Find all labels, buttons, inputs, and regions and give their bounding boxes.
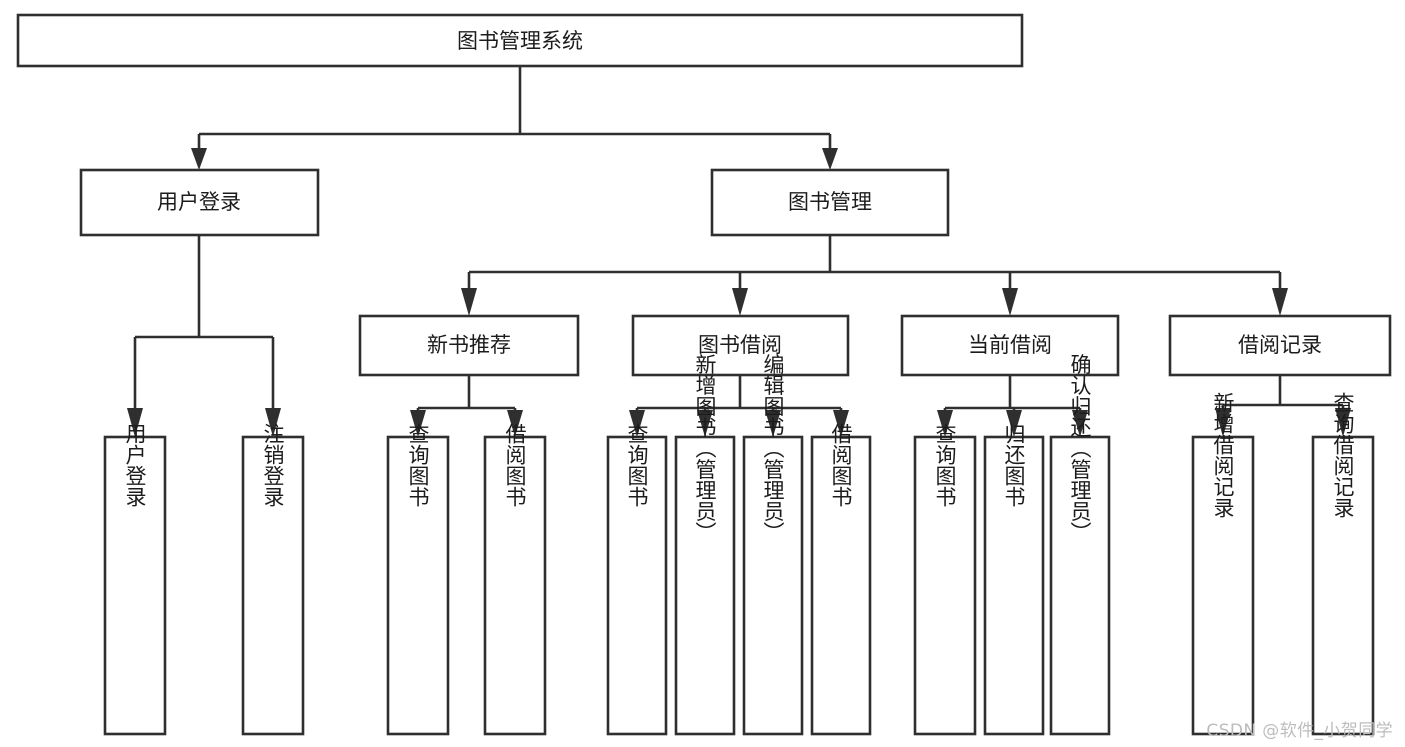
arrow-head-leaf-add-borrow-rec (1215, 408, 1231, 437)
leaf-return-book-label: 归还图书 (1002, 423, 1026, 507)
arrow-head-leaf-query-book-borrow (629, 410, 645, 437)
node-user-login-label: 用户登录 (157, 190, 241, 214)
arrow-head-leaf-query-borrow-rec (1335, 408, 1351, 437)
leaf-return-book[interactable]: 归还图书 (983, 423, 1045, 736)
leaf-query-borrow-record-box[interactable] (1311, 435, 1375, 736)
leaf-borrow-book-recommend[interactable]: 借阅图书 (483, 423, 547, 736)
arrow-head-borrow-record (1272, 288, 1288, 316)
node-book-manage-box[interactable] (710, 168, 950, 237)
arrow-head-book-borrow (732, 288, 748, 316)
arrow-head-leaf-add-book (697, 410, 713, 437)
leaf-query-book-current-box[interactable] (913, 435, 977, 736)
node-user-login[interactable]: 用户登录 (79, 168, 320, 237)
leaf-return-book-box[interactable] (983, 435, 1045, 736)
node-current-borrow[interactable]: 当前借阅 (900, 314, 1120, 377)
arrow-head-leaf-borrow-book (833, 410, 849, 437)
leaf-query-book-borrow-label: 查询图书 (625, 423, 649, 507)
leaf-add-book-label: 新增图书（管理员） (693, 354, 717, 543)
leaf-confirm-return-label: 确认归还（管理员） (1068, 354, 1092, 543)
node-new-book-recommend-box[interactable] (358, 314, 580, 377)
arrow-head-leaf-return-book (1006, 410, 1022, 437)
leaf-borrow-book-recommend-label: 借阅图书 (503, 423, 527, 507)
arrow-head-new-book-recommend (461, 288, 477, 316)
node-root-label: 图书管理系统 (457, 29, 583, 53)
leaf-borrow-book[interactable]: 借阅图书 (810, 423, 872, 736)
arrow-head-leaf-user-login (127, 408, 143, 437)
leaf-add-book[interactable]: 新增图书（管理员） (674, 354, 736, 736)
leaf-query-book-current[interactable]: 查询图书 (913, 423, 977, 736)
leaf-query-book-recommend-label: 查询图书 (406, 423, 430, 507)
leaf-query-borrow-record-label: 查询借阅记录 (1331, 392, 1355, 518)
node-book-manage-label: 图书管理 (788, 190, 872, 214)
leaf-query-book-borrow-box[interactable] (606, 435, 668, 736)
leaf-add-borrow-record-label: 新增借阅记录 (1211, 392, 1235, 518)
node-borrow-record-box[interactable] (1168, 314, 1392, 377)
leaf-query-book-recommend[interactable]: 查询图书 (386, 423, 450, 736)
node-current-borrow-label: 当前借阅 (968, 333, 1052, 357)
arrow-head-leaf-query-book-rec (410, 410, 426, 437)
leaf-user-login-label: 用户登录 (123, 423, 147, 507)
leaf-borrow-book-recommend-box[interactable] (483, 435, 547, 736)
node-book-borrow-box[interactable] (631, 314, 850, 377)
node-new-book-recommend[interactable]: 新书推荐 (358, 314, 580, 377)
arrow-head-current-borrow (1002, 288, 1018, 316)
arrow-head-leaf-logout-login (265, 408, 281, 437)
leaf-user-login-box[interactable] (103, 435, 167, 736)
leaf-query-borrow-record[interactable]: 查询借阅记录 (1311, 392, 1375, 736)
arrow-head-leaf-query-book-cur (937, 410, 953, 437)
leaf-query-book-borrow[interactable]: 查询图书 (606, 423, 668, 736)
leaf-logout-login-label: 注销登录 (261, 423, 285, 507)
leaf-confirm-return[interactable]: 确认归还（管理员） (1049, 354, 1111, 736)
leaf-user-login[interactable]: 用户登录 (103, 423, 167, 736)
leaf-query-book-recommend-box[interactable] (386, 435, 450, 736)
arrow-head-leaf-borrow-book-rec (507, 410, 523, 437)
arrow-head-leaf-confirm-return (1072, 410, 1088, 437)
arrow-head-leaf-edit-book (765, 410, 781, 437)
leaf-borrow-book-box[interactable] (810, 435, 872, 736)
leaf-confirm-return-box[interactable] (1049, 435, 1111, 736)
leaf-add-borrow-record-box[interactable] (1191, 435, 1255, 736)
arrow-head-book-manage (822, 148, 838, 170)
node-root-box[interactable] (16, 13, 1024, 68)
leaf-edit-book-label: 编辑图书（管理员） (761, 354, 785, 543)
node-borrow-record[interactable]: 借阅记录 (1168, 314, 1392, 377)
leaf-borrow-book-label: 借阅图书 (829, 423, 853, 507)
node-book-borrow-label: 图书借阅 (698, 333, 782, 357)
node-book-manage[interactable]: 图书管理 (710, 168, 950, 237)
connector-layer (127, 66, 1351, 437)
leaf-edit-book-box[interactable] (742, 435, 804, 736)
arrow-head-user-login (191, 148, 207, 170)
leaf-edit-book[interactable]: 编辑图书（管理员） (742, 354, 804, 736)
leaf-add-borrow-record[interactable]: 新增借阅记录 (1191, 392, 1255, 736)
leaf-logout-login[interactable]: 注销登录 (241, 423, 305, 736)
leaf-query-book-current-label: 查询图书 (933, 423, 957, 507)
node-borrow-record-label: 借阅记录 (1238, 333, 1322, 357)
node-book-borrow[interactable]: 图书借阅 (631, 314, 850, 377)
node-root[interactable]: 图书管理系统 (16, 13, 1024, 68)
node-current-borrow-box[interactable] (900, 314, 1120, 377)
leaf-add-book-box[interactable] (674, 435, 736, 736)
node-user-login-box[interactable] (79, 168, 320, 237)
node-new-book-recommend-label: 新书推荐 (427, 333, 511, 357)
leaf-logout-login-box[interactable] (241, 435, 305, 736)
